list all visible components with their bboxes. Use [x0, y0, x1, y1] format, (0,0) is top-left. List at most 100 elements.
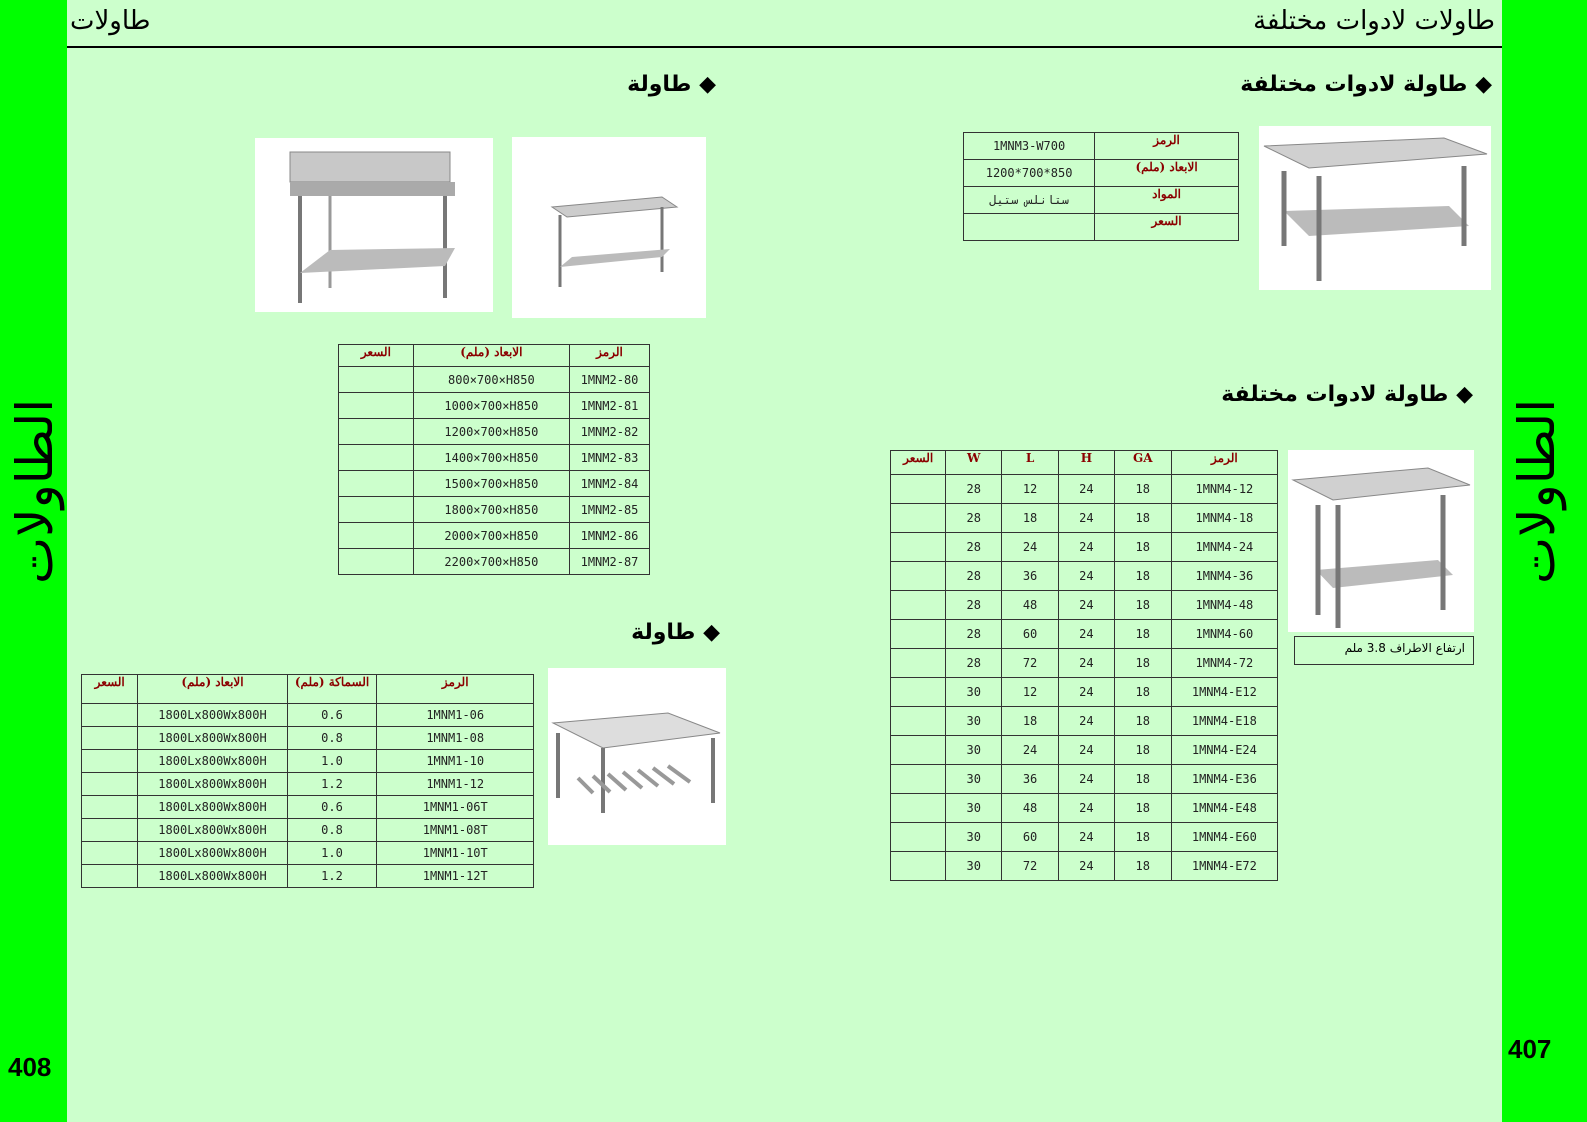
table-cell: 60: [1001, 822, 1059, 852]
table-cell: 48: [1001, 793, 1059, 823]
column-header: الرمز: [376, 674, 534, 704]
table-cell: 1MNM4-24: [1170, 532, 1279, 562]
product-image-slatted-table: [548, 668, 726, 845]
table-cell: 36: [1001, 764, 1059, 794]
table-cell: 1800Lx800Wx800H: [137, 841, 288, 865]
table-cell: 24: [1057, 590, 1115, 620]
table-cell: 18: [1113, 561, 1172, 591]
table-cell: 1MNM2-81: [569, 392, 650, 419]
table-cell: 1400×700×H850: [412, 444, 571, 471]
table-cell: 24: [1057, 561, 1115, 591]
table-cell: 30: [945, 735, 1003, 765]
table-cell: 18: [1113, 764, 1172, 794]
table-cell: 1MNM1-12: [376, 772, 534, 796]
table-cell: [889, 851, 947, 881]
table-cell: 18: [1113, 474, 1172, 504]
table-cell: 1MNM1-10: [376, 749, 534, 773]
table-cell: 1MNM2-85: [569, 496, 650, 523]
table-cell: 1MNM4-72: [1170, 648, 1279, 678]
table-cell: [80, 726, 139, 750]
table-cell: 1MNM2-82: [569, 418, 650, 445]
table-cell: 1MNM1-06: [376, 703, 534, 727]
table-cell: 18: [1001, 706, 1059, 736]
table-cell: 60: [1001, 619, 1059, 649]
table-cell: [338, 522, 414, 549]
table-row: السعر: [962, 213, 1239, 241]
table-cell: المواد: [1094, 186, 1239, 214]
table-cell: 1800Lx800Wx800H: [137, 818, 288, 842]
table-cell: 1800Lx800Wx800H: [137, 772, 288, 796]
column-header: السعر: [338, 344, 414, 367]
column-header: H: [1057, 450, 1115, 475]
table-cell: 1000×700×H850: [412, 392, 571, 419]
table-cell: 1MNM4-60: [1170, 619, 1279, 649]
table-cell: 28: [945, 532, 1003, 562]
table-cell: 28: [945, 619, 1003, 649]
table-cell: 30: [945, 851, 1003, 881]
table-cell: 1MNM1-08T: [376, 818, 534, 842]
table-cell: 1MNM4-E60: [1170, 822, 1279, 852]
table-cell: 1MNM2-80: [569, 366, 650, 393]
table-cell: 1MNM2-87: [569, 548, 650, 575]
table-cell: 1MNM2-86: [569, 522, 650, 549]
table-cell: 24: [1057, 677, 1115, 707]
table-cell: 1.2: [286, 772, 378, 796]
caption-edge-height: ارتفاع الاطراف 3.8 ملم: [1294, 636, 1474, 665]
table-cell: 1MNM4-E72: [1170, 851, 1279, 881]
table-cell: 0.6: [286, 795, 378, 819]
product-image-work-table: [512, 137, 706, 318]
table-cell: 28: [945, 648, 1003, 678]
left-sidebar: [0, 0, 67, 1122]
table-cell: 1MNM4-E18: [1170, 706, 1279, 736]
table-cell: الابعاد (ملم): [1094, 159, 1239, 187]
column-header: الابعاد (ملم): [412, 344, 571, 367]
table-cell: 24: [1057, 822, 1115, 852]
table-cell: 1200*700*850: [962, 159, 1096, 187]
table-cell: [338, 392, 414, 419]
column-header: GA: [1113, 450, 1172, 475]
table-cell: 28: [945, 561, 1003, 591]
table-cell: 24: [1057, 619, 1115, 649]
section-title-misc-table: ◆ طاولة لادوات مختلفة: [1240, 72, 1492, 97]
table-cell: [889, 619, 947, 649]
section-title-misc-table-2: ◆ طاولة لادوات مختلفة: [1221, 382, 1473, 407]
page-number-left: 408: [8, 1052, 52, 1082]
table-cell: 1MNM4-E48: [1170, 793, 1279, 823]
table-cell: 12: [1001, 677, 1059, 707]
table-cell: 1MNM3-W700: [962, 132, 1096, 160]
table-cell: [80, 703, 139, 727]
table-cell: 24: [1057, 474, 1115, 504]
table-cell: 1200×700×H850: [412, 418, 571, 445]
table-cell: [338, 444, 414, 471]
table-cell: [889, 764, 947, 794]
column-header: الابعاد (ملم): [137, 674, 288, 704]
table-cell: 1MNM2-83: [569, 444, 650, 471]
table-cell: 1MNM4-E36: [1170, 764, 1279, 794]
table-cell: 30: [945, 822, 1003, 852]
table-cell: 1MNM4-36: [1170, 561, 1279, 591]
table-cell: [80, 841, 139, 865]
section-title-table-2: ◆ طاولة: [631, 620, 720, 645]
table-cell: [80, 818, 139, 842]
table-cell: 1MNM4-48: [1170, 590, 1279, 620]
table-cell: 24: [1057, 793, 1115, 823]
